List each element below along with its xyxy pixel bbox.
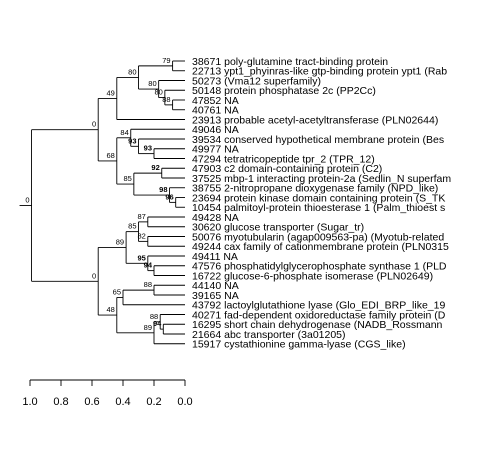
leaf-label: 22713 ypt1_phyinras-like gtp-binding pro… — [192, 66, 447, 78]
bootstrap-value: 65 — [113, 287, 121, 296]
bootstrap-value: 80 — [155, 88, 163, 97]
bootstrap-value: 96 — [165, 192, 173, 201]
axis-tick-label: 0.8 — [53, 396, 68, 408]
bootstrap-value: 92 — [151, 163, 159, 172]
leaf-label: 49046 NA — [192, 124, 239, 136]
bootstrap-value: 0 — [92, 271, 96, 280]
leaf-labels: 38671 poly-glutamine tract-binding prote… — [192, 56, 451, 351]
leaf-label: 44140 NA — [192, 280, 239, 292]
leaf-label: 16722 glucose-6-phosphate isomerase (PLN… — [192, 270, 433, 282]
leaf-label: 40761 NA — [192, 105, 239, 117]
bootstrap-value: 85 — [124, 174, 132, 183]
axis-tick-label: 0.0 — [177, 396, 192, 408]
bootstrap-value: 68 — [106, 151, 114, 160]
bootstrap-value: 48 — [106, 305, 114, 314]
leaf-label: 47852 NA — [192, 95, 239, 107]
bootstrap-value: 95 — [137, 253, 145, 262]
leaf-label: 50148 protein phosphatase 2c (PP2Cc) — [192, 85, 376, 97]
distance-axis: 1.0 0.8 0.6 0.4 0.2 0.0 — [22, 379, 193, 408]
bootstrap-value: 93 — [144, 144, 152, 153]
leaf-label: 40271 fad-dependent oxidoreductase famil… — [192, 309, 446, 321]
leaf-label: 47903 c2 domain-containing protein (C2) — [192, 163, 382, 175]
bootstrap-value: 82 — [137, 231, 145, 240]
leaf-label: 49244 cax family of cationmembrane prote… — [192, 241, 449, 253]
axis-tick-label: 0.2 — [146, 396, 161, 408]
leaf-label: 49411 NA — [192, 251, 238, 263]
bootstrap-value: 88 — [144, 280, 152, 289]
leaf-label: 10454 palmitoyl-protein thioesterase 1 (… — [192, 202, 445, 214]
bootstrap-value: 0 — [92, 120, 96, 129]
leaf-label: 23913 probable acetyl-acetyltransferase … — [192, 114, 438, 126]
leaf-label: 50076 myotubularin (agap009563-pa) (Myot… — [192, 231, 444, 243]
bootstrap-value: 94 — [144, 261, 153, 270]
leaf-label: 49428 NA — [192, 212, 239, 224]
bootstrap-value: 80 — [148, 79, 156, 88]
bootstrap-value: 80 — [128, 67, 136, 76]
leaf-label: 39165 NA — [192, 290, 239, 302]
bootstrap-value: 89 — [116, 237, 124, 246]
bootstrap-value: 88 — [150, 312, 158, 321]
leaf-label: 39534 conserved hypothetical membrane pr… — [192, 134, 444, 146]
bootstrap-value: 88 — [162, 95, 170, 104]
leaf-label: 15917 cystathionine gamma-lyase (CGS_lik… — [192, 339, 406, 351]
leaf-label: 47294 tetratricopeptide tpr_2 (TPR_12) — [192, 153, 375, 165]
axis-tick-label: 1.0 — [22, 396, 37, 408]
leaf-label: 49977 NA — [192, 144, 239, 156]
leaf-label: 21664 abc transporter (3a01205) — [192, 329, 346, 341]
bootstrap-value: 0 — [25, 195, 29, 204]
bootstrap-value: 89 — [144, 323, 152, 332]
bootstrap-support-labels: 7988808080499393849296988568087828594958… — [25, 56, 173, 332]
leaf-label: 23694 protein kinase domain containing p… — [192, 192, 445, 204]
bootstrap-value: 87 — [137, 212, 145, 221]
dendrogram-branches — [19, 60, 185, 345]
leaf-label: 30620 glucose transporter (Sugar_tr) — [192, 222, 364, 234]
bootstrap-value: 94 — [153, 319, 162, 328]
leaf-label: 43792 lactoylglutathione lyase (Glo_EDI_… — [192, 300, 445, 312]
leaf-label: 38671 poly-glutamine tract-binding prote… — [192, 56, 388, 68]
bootstrap-value: 93 — [128, 136, 136, 145]
bootstrap-value: 84 — [120, 128, 128, 137]
axis-tick-label: 0.4 — [115, 396, 130, 408]
leaf-label: 38755 2-nitropropane dioxygenase family … — [192, 183, 438, 195]
bootstrap-value: 49 — [106, 88, 114, 97]
leaf-label: 50273 (Vma12 superfamily) — [192, 75, 321, 87]
bootstrap-value: 85 — [128, 222, 136, 231]
leaf-label: 47576 phosphatidylglycerophosphate synth… — [192, 261, 447, 273]
bootstrap-value: 98 — [159, 185, 167, 194]
axis-tick-label: 0.6 — [84, 396, 99, 408]
leaf-label: 37525 mbp-1 interacting protein-2a (Sedl… — [192, 173, 451, 185]
leaf-label: 16295 short chain dehydrogenase (NADB_Ro… — [192, 319, 443, 331]
bootstrap-value: 79 — [162, 56, 170, 65]
